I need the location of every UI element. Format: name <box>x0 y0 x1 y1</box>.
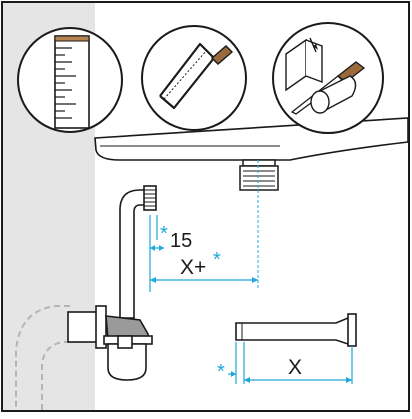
siphon-assembly <box>67 185 157 381</box>
drain-pipe-bend <box>15 305 70 410</box>
deburring-tool-circle <box>272 22 384 134</box>
length-plus-star: * <box>213 249 221 271</box>
offset-star: * <box>160 223 168 245</box>
hacksaw-tool-circle <box>141 25 247 131</box>
length-plus-label: X+ <box>180 256 206 279</box>
ruler-icon <box>54 35 90 129</box>
offset-label: 15 <box>170 230 192 252</box>
pipe-section-icon <box>310 75 357 114</box>
cut-star: * <box>217 361 225 383</box>
cut-length-label: X <box>288 356 302 379</box>
ruler-tool-circle <box>17 27 123 133</box>
cut-pipe <box>235 313 357 347</box>
basin-outlet <box>239 159 279 191</box>
dimension-lines <box>149 215 353 384</box>
pipe-end-icon <box>285 37 323 92</box>
hacksaw-icon <box>159 42 215 110</box>
